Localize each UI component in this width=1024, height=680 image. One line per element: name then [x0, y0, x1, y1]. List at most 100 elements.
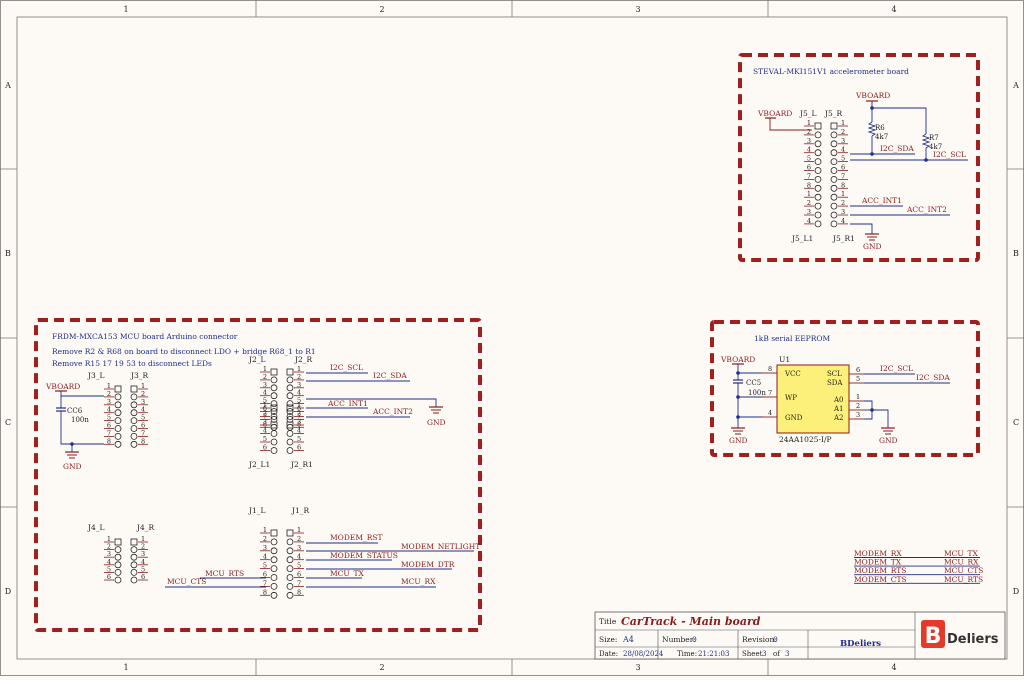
net-label-acc-int1: ACC_INT1: [861, 196, 902, 205]
net-label-i2c-scl: I2C_SCL: [880, 364, 913, 373]
date-value: 28/08/2024: [623, 650, 664, 658]
header-pin-square: [270, 421, 278, 429]
net-label-modem-rst: MODEM_RST: [330, 533, 383, 542]
header-pin: [830, 158, 838, 166]
pin-number: 4: [841, 146, 845, 154]
pin-number: 7: [141, 429, 145, 437]
pin-number: 1: [107, 382, 111, 390]
header-pin: [814, 211, 822, 219]
pin-number: 5: [807, 155, 811, 163]
header-pin: [270, 413, 278, 420]
header-pin: [270, 447, 278, 454]
col-label: 2: [379, 663, 384, 672]
header-pin: [130, 546, 138, 553]
number-value: 0: [692, 635, 697, 644]
row-label: C: [5, 418, 11, 427]
logo-letter: B: [925, 624, 942, 649]
header-pin: [830, 211, 838, 219]
pin-vcc: VCC: [784, 370, 801, 378]
header-pin: [114, 576, 122, 584]
revision-value: 0: [773, 635, 778, 644]
j5-left-label: J5_L: [799, 109, 817, 118]
header-pin: [286, 423, 294, 431]
pin-number: 1: [841, 190, 845, 198]
header-pin: [270, 438, 278, 446]
crossref-left: MODEM_CTS: [854, 575, 907, 584]
header-pin: [130, 440, 138, 448]
crossref-left: MODEM_TX: [854, 558, 902, 567]
pin-num: 7: [768, 389, 772, 397]
j5l1-label: J5_L1: [791, 234, 813, 243]
row-label: A: [1012, 81, 1019, 90]
pin-number: 4: [263, 389, 267, 397]
pin-num: 1: [856, 393, 860, 401]
pin-number: 4: [141, 558, 145, 566]
header-pin: [130, 409, 138, 417]
crossref-right: MCU_TX: [944, 549, 978, 558]
pin-number: 8: [807, 181, 811, 189]
header-pin: [286, 565, 294, 572]
header-pin: [270, 583, 278, 590]
pin-number: 7: [263, 579, 267, 587]
mcu-block: FRDM-MXCA153 MCU board Arduino connector…: [45, 332, 480, 599]
row-label: B: [1013, 249, 1019, 258]
crossref-right: MCU_RX: [944, 558, 979, 567]
header-pin: [286, 392, 294, 400]
r6-label: R6: [875, 124, 885, 132]
of-label: of: [773, 650, 781, 658]
pin-number: 6: [263, 571, 267, 579]
cc5-value: 100n: [748, 389, 766, 397]
header-pin: [130, 417, 138, 425]
vboard-label: VBOARD: [757, 109, 792, 118]
pin-number: 2: [263, 373, 267, 381]
net-label-mcu-rx: MCU_RX: [401, 577, 436, 586]
pin-number: 5: [263, 562, 267, 570]
pin-number: 1: [263, 365, 267, 373]
col-label: 4: [891, 5, 896, 14]
pin-number: 6: [263, 405, 267, 413]
sheet-title: CarTrack - Main board: [621, 615, 761, 628]
header-pin-square: [830, 122, 838, 130]
pin-number: 3: [263, 381, 267, 389]
crossref-left: MODEM_RX: [854, 549, 902, 558]
pin-number: 3: [807, 208, 811, 216]
pin-number: 7: [841, 172, 845, 180]
net-label-acc-int2: ACC_INT2: [906, 205, 947, 214]
vboard-label: VBOARD: [855, 91, 890, 100]
pin-number: 5: [841, 155, 845, 163]
header-pin: [286, 591, 294, 599]
pin-a0: A0: [833, 396, 844, 404]
header-pin: [286, 400, 294, 408]
header-pin: [830, 184, 838, 192]
accel-block-border: [738, 53, 980, 262]
pin-number: 2: [807, 199, 811, 207]
net-label-acc-int2: ACC_INT2: [372, 407, 413, 416]
pin-number: 1: [263, 526, 267, 534]
pin-number: 1: [807, 190, 811, 198]
pin-number: 1: [297, 365, 301, 373]
header-pin: [270, 392, 278, 400]
header-pin: [286, 438, 294, 446]
pin-number: 2: [107, 390, 111, 398]
header-pin: [114, 432, 122, 440]
col-label: 4: [891, 663, 896, 672]
row-label: C: [1013, 418, 1019, 427]
j4-right-label: J4_R: [136, 523, 155, 532]
pin-number: 8: [841, 181, 845, 189]
pin-number: 2: [107, 543, 111, 551]
pin-number: 8: [297, 588, 301, 596]
j2l1-label: J2_L1: [248, 460, 270, 469]
header-pin: [830, 220, 838, 228]
pin-number: 5: [297, 397, 301, 405]
net-label-mcu-tx: MCU_TX: [330, 569, 364, 578]
pin-number: 2: [141, 543, 145, 551]
pin-number: 1: [107, 535, 111, 543]
pin-number: 2: [141, 390, 145, 398]
header-pin: [270, 574, 278, 581]
row-label: B: [5, 249, 11, 258]
revision-label: Revision:: [742, 635, 777, 644]
header-pin: [130, 432, 138, 440]
